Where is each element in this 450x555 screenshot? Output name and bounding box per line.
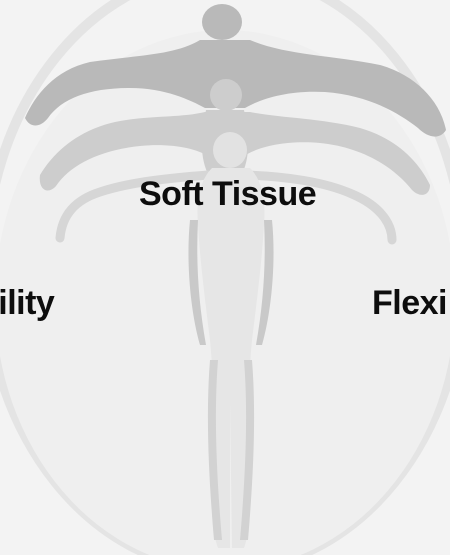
label-flexibility: Flexi	[372, 286, 447, 320]
label-mobility: bility	[0, 286, 54, 320]
label-soft-tissue: Soft Tissue	[139, 177, 316, 211]
